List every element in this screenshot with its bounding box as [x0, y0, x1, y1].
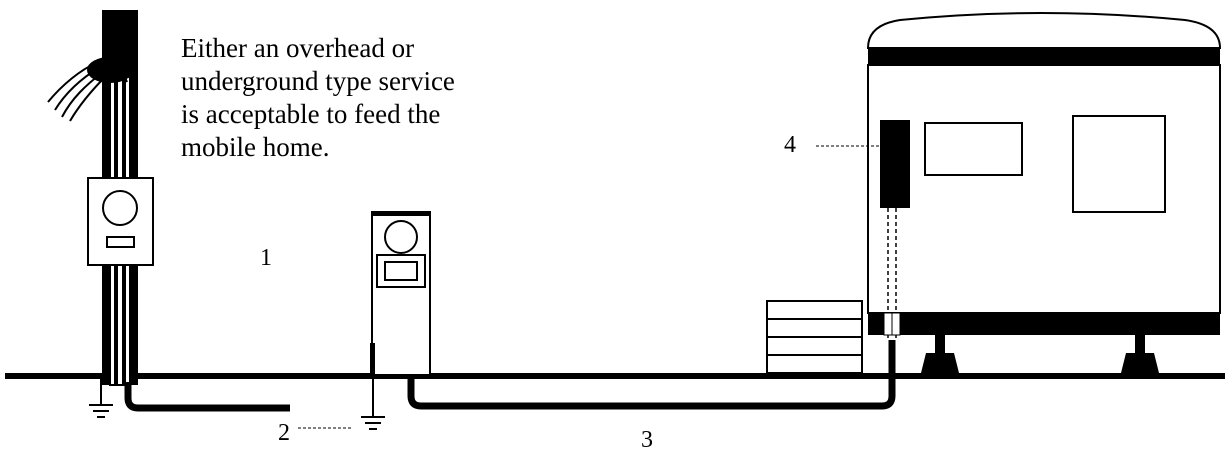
- caption-line: mobile home.: [181, 132, 330, 162]
- ground-line: [5, 373, 1225, 379]
- pole-ground-rod-icon: [89, 378, 113, 418]
- meter-pedestal: [370, 211, 431, 376]
- label-4: 4: [784, 132, 796, 158]
- label-3: 3: [641, 427, 653, 447]
- mobile-home-panel: [880, 120, 910, 338]
- service-caption: Either an overhead or underground type s…: [181, 32, 601, 164]
- label-1: 1: [260, 245, 272, 271]
- caption-line: Either an overhead or: [181, 33, 415, 63]
- overhead-service-drop: [47, 57, 133, 122]
- concrete-block-steps: [766, 300, 863, 374]
- caption-line: is acceptable to feed the: [181, 99, 441, 129]
- pole-underground-conduit: [124, 382, 290, 412]
- mobile-home: [866, 12, 1222, 335]
- feeder-conduit: [407, 340, 896, 410]
- pedestal-ground-rod-icon: [361, 378, 385, 430]
- pole-meter: [87, 177, 154, 266]
- label-2: 2: [278, 420, 290, 446]
- caption-line: underground type service: [181, 66, 455, 96]
- mobile-home-piers: [921, 335, 1159, 373]
